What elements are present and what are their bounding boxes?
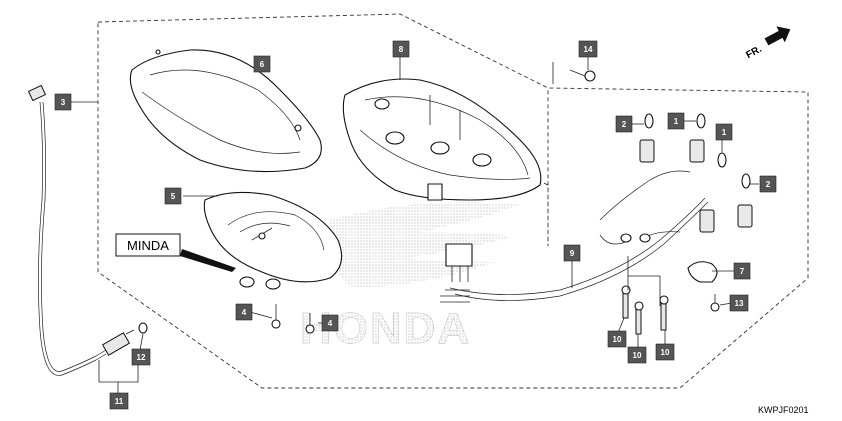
callout-2a: 2 [615,115,633,133]
harness-clamp [687,261,718,283]
bulb-1a [696,113,706,129]
bolt-10b [634,301,644,335]
bulb-1b [717,152,727,168]
callout-4a: 4 [235,303,253,321]
svg-text:2: 2 [766,180,771,189]
svg-text:3: 3 [61,98,66,107]
svg-text:10: 10 [661,348,670,357]
callout-10c: 10 [655,343,675,361]
callout-11: 11 [109,392,129,410]
diagram-code: KWPJF0201 [758,405,809,415]
meter-housing [342,78,542,201]
bolt-10c [659,295,669,331]
wire-harness [440,170,709,303]
screw-4a [271,304,281,329]
callout-12: 12 [131,348,151,366]
callout-13: 13 [729,294,749,312]
svg-text:10: 10 [633,351,642,360]
front-arrow-icon [764,26,791,46]
svg-text:13: 13 [735,299,744,308]
minda-label: MINDA [115,233,236,272]
svg-text:4: 4 [328,319,333,328]
svg-text:12: 12 [137,353,146,362]
bulb-socket-a [639,139,655,163]
callout-1b: 1 [715,123,733,141]
screw-13 [710,294,720,312]
callout-10a: 10 [607,330,627,348]
assembly-outline [97,13,809,389]
callout-9: 9 [563,244,581,262]
bulb-socket-b [689,139,705,163]
bulb-socket-d [737,204,753,228]
callout-6: 6 [253,55,271,73]
svg-text:4: 4 [242,308,247,317]
callout-14: 14 [578,40,598,58]
svg-text:1: 1 [674,117,679,126]
svg-text:9: 9 [570,249,575,258]
callout-1a: 1 [667,112,685,130]
callout-2b: 2 [759,175,777,193]
speedometer-cable [28,85,148,376]
front-indicator: FR. [744,26,791,61]
svg-text:5: 5 [171,192,176,201]
svg-text:1: 1 [722,128,727,137]
callout-4b: 4 [321,314,339,332]
bulb-2a [644,113,654,129]
watermark-text: HONDA [300,304,471,353]
svg-text:7: 7 [740,267,745,276]
screw-4b [305,313,315,334]
svg-text:8: 8 [399,45,404,54]
callout-10b: 10 [627,346,647,364]
callout-8: 8 [392,40,410,58]
speedometer-assembly [203,191,343,290]
callout-3: 3 [54,93,72,111]
front-label: FR. [744,44,764,61]
bolt-10a [621,285,631,319]
svg-text:10: 10 [613,335,622,344]
svg-text:6: 6 [260,60,265,69]
svg-text:11: 11 [115,397,124,406]
callout-5: 5 [164,187,182,205]
callout-7: 7 [733,262,751,280]
svg-text:2: 2 [622,120,627,129]
screw-14 [569,69,596,82]
minda-text: MINDA [127,238,169,253]
bulb-socket-c [699,209,715,233]
svg-text:14: 14 [584,45,593,54]
meter-lens [129,49,322,173]
bulb-2b [741,173,751,189]
